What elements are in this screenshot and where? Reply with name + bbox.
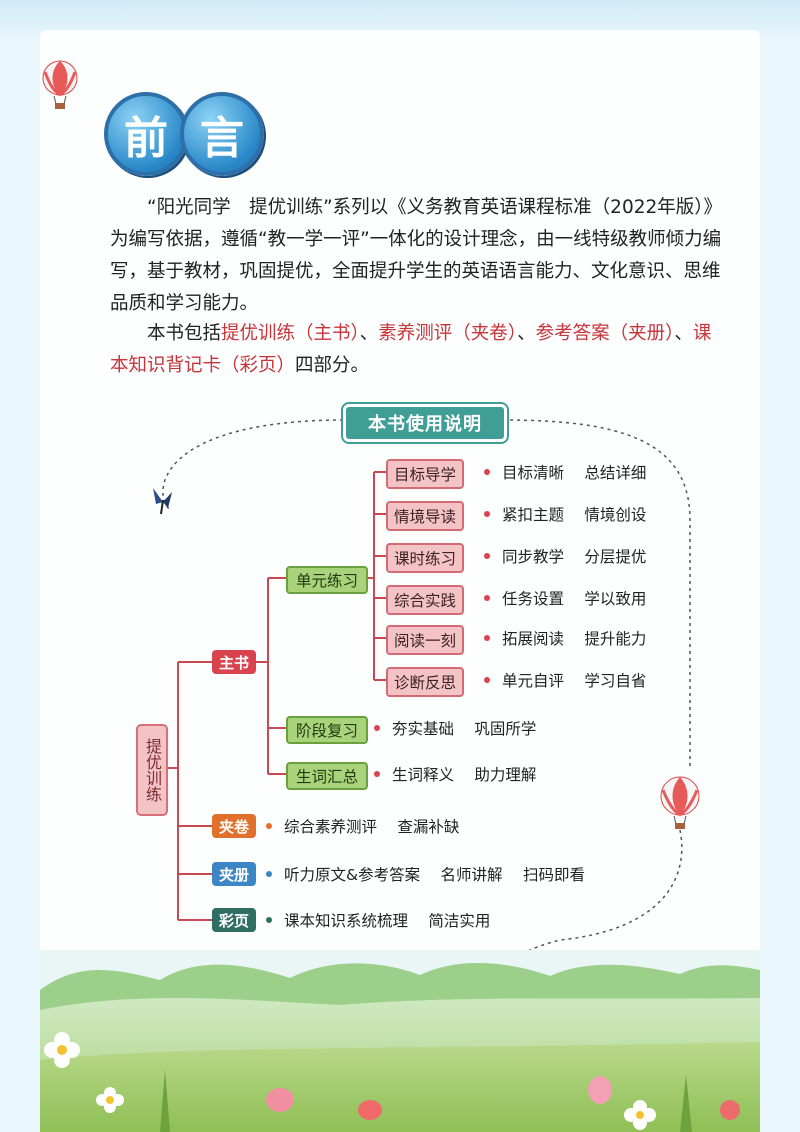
p2-part-card: 课本知识背记卡（彩页） [110,323,712,376]
unit-item-lesson-desc: 同步教学 分层提优 [484,543,646,569]
desc-text: 生词释义 助力理解 [392,766,537,784]
p2-intro: 本书包括 [147,323,222,344]
bullet-dot [484,469,490,475]
unit-item-diagnosis-desc: 单元自评 学习自省 [484,667,646,693]
stage-review-desc: 夯实基础 巩固所学 [374,715,536,741]
main-book-tag: 主书 [212,650,256,674]
unit-item-practice-desc: 任务设置 学以致用 [484,585,646,611]
bullet-dot [374,725,380,731]
meadow-illustration [40,950,760,1132]
bullet-dot [484,635,490,641]
p2-sep: 、 [674,323,693,344]
color-pages-desc: 课本知识系统梳理 简洁实用 [266,907,490,933]
desc-text: 目标清晰 总结详细 [502,464,647,482]
root-node-training: 提优训练 [136,724,168,816]
preface-paragraph-1: “阳光同学 提优训练”系列以《义务教育英语课程标准（2022年版）》为编写依据，… [110,197,723,314]
test-paper-tag: 夹卷 [212,814,256,838]
hot-air-balloon-icon [42,60,78,109]
unit-item-context-desc: 紧扣主题 情境创设 [484,501,646,527]
p2-end: 四部分。 [295,355,370,376]
unit-practice-node: 单元练习 [286,566,369,594]
test-paper-desc: 综合素养测评 查漏补缺 [266,813,459,839]
unit-item-practice: 综合实践 [386,585,465,615]
bullet-dot [266,871,272,877]
unit-item-diagnosis: 诊断反思 [386,667,465,697]
title-text-1: 前 [124,113,168,164]
title-char-2: 言 [180,92,264,176]
stage-review-node: 阶段复习 [286,716,369,744]
vocab-desc: 生词释义 助力理解 [374,761,536,787]
desc-text: 拓展阅读 提升能力 [502,630,647,648]
flower-icon [44,1032,80,1068]
p2-part-answers: 参考答案（夹册） [535,323,675,344]
desc-text: 紧扣主题 情境创设 [502,506,647,524]
butterfly-icon [153,488,172,515]
bullet-dot [266,917,272,923]
bullet-dot [484,677,490,683]
title-text-2: 言 [200,113,244,164]
unit-item-lesson: 课时练习 [386,543,465,573]
answer-book-tag: 夹册 [212,862,256,886]
p2-sep: 、 [359,323,379,344]
page-title: 前 言 [104,92,264,176]
desc-text: 同步教学 分层提优 [502,548,647,566]
vocab-node: 生词汇总 [286,762,369,790]
desc-text: 单元自评 学习自省 [502,672,647,690]
bullet-dot [266,823,272,829]
desc-text: 任务设置 学以致用 [502,590,647,608]
answer-book-desc: 听力原文&参考答案 名师讲解 扫码即看 [266,861,585,887]
meadow-art [40,950,760,1132]
p2-sep: 、 [517,323,536,344]
preface-paragraph-2: 本书包括提优训练（主书）、素养测评（夹卷）、参考答案（夹册）、课本知识背记卡（彩… [110,318,722,382]
desc-text: 听力原文&参考答案 名师讲解 扫码即看 [284,866,585,884]
color-pages-tag: 彩页 [212,908,256,932]
desc-text: 课本知识系统梳理 简洁实用 [284,912,491,930]
p2-part-test-paper: 素养测评（夹卷） [378,323,518,344]
usage-guide-header: 本书使用说明 [341,402,509,444]
unit-item-reading: 阅读一刻 [386,625,465,655]
unit-item-context: 情境导读 [386,501,465,531]
bullet-dot [484,553,490,559]
unit-item-goal-desc: 目标清晰 总结详细 [484,459,646,485]
hot-air-balloon-icon [660,776,700,829]
desc-text: 综合素养测评 查漏补缺 [284,818,460,836]
p2-part-main-book: 提优训练（主书） [221,323,360,344]
unit-item-reading-desc: 拓展阅读 提升能力 [484,625,646,651]
bullet-dot [484,511,490,517]
bullet-dot [374,771,380,777]
desc-text: 夯实基础 巩固所学 [392,720,537,738]
bullet-dot [484,595,490,601]
title-char-1: 前 [104,92,188,176]
unit-item-goal: 目标导学 [386,459,465,489]
